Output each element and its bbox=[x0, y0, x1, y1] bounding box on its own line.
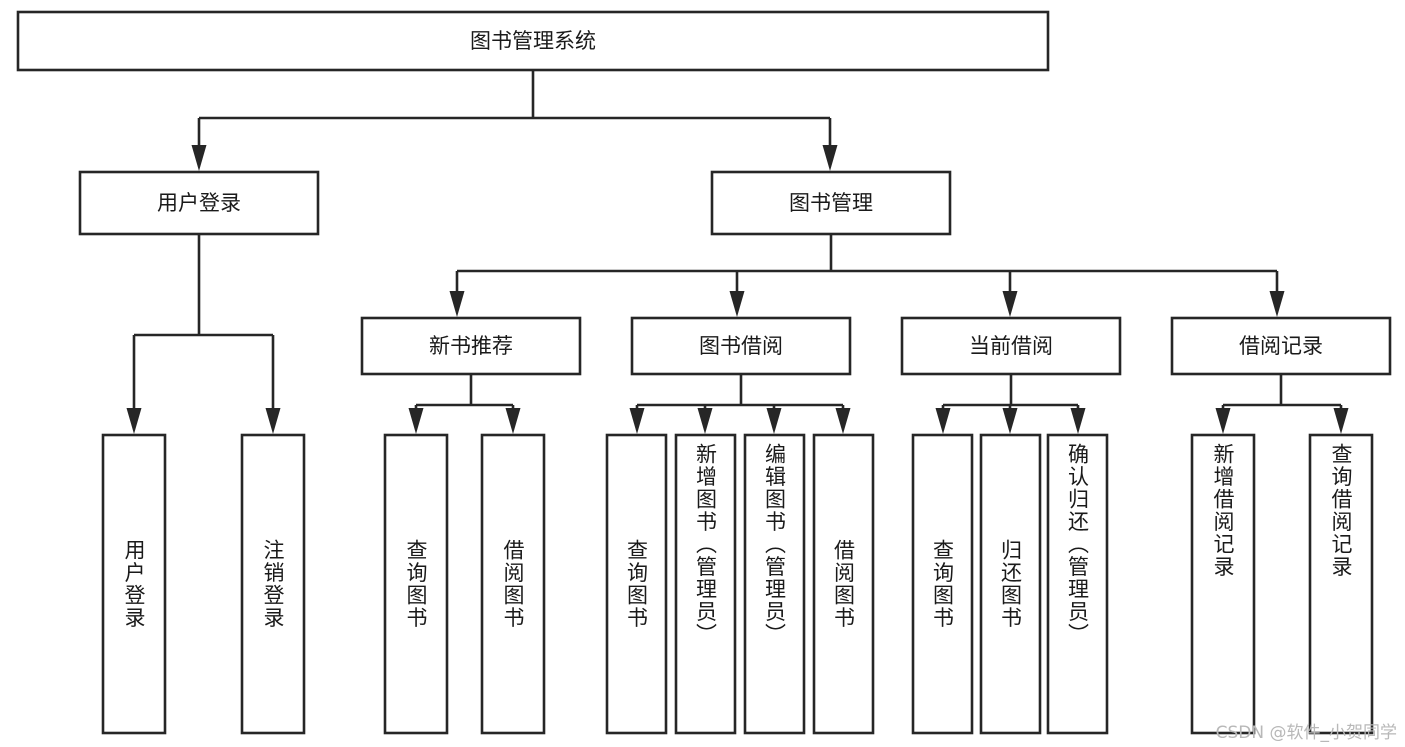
arrow-head-icon bbox=[449, 291, 465, 317]
node-box-book-manage[interactable] bbox=[710, 170, 952, 236]
connector-book-manage bbox=[449, 234, 1285, 317]
watermark-text: CSDN @软件_小贺同学 bbox=[1215, 723, 1397, 743]
arrow-head-icon bbox=[729, 291, 745, 317]
connector-book-borrow bbox=[629, 374, 851, 434]
arrow-head-icon bbox=[766, 408, 782, 434]
connectors-layer bbox=[126, 70, 1349, 434]
connector-borrow-record bbox=[1215, 374, 1349, 434]
node-box-leaf-user-login[interactable] bbox=[101, 433, 167, 735]
node-box-leaf-confirm-return[interactable] bbox=[1046, 433, 1109, 735]
node-box-leaf-query-book-2[interactable] bbox=[605, 433, 668, 735]
node-label-book-borrow: 图书借阅 bbox=[699, 334, 783, 358]
node-box-book-borrow[interactable] bbox=[630, 316, 852, 376]
node-box-leaf-borrow-book-2[interactable] bbox=[812, 433, 875, 735]
node-box-leaf-query-record[interactable] bbox=[1308, 433, 1374, 735]
arrow-head-icon bbox=[629, 408, 645, 434]
arrow-head-icon bbox=[835, 408, 851, 434]
node-box-user-login[interactable] bbox=[78, 170, 320, 236]
arrow-head-icon bbox=[126, 408, 142, 434]
connector-new-book-rec bbox=[408, 374, 521, 434]
node-label-borrow-record: 借阅记录 bbox=[1239, 334, 1323, 358]
arrow-head-icon bbox=[1269, 291, 1285, 317]
node-label-book-manage: 图书管理 bbox=[789, 191, 873, 215]
node-box-leaf-add-book[interactable] bbox=[674, 433, 737, 735]
arrow-head-icon bbox=[822, 145, 838, 171]
node-box-leaf-logout[interactable] bbox=[240, 433, 306, 735]
node-box-leaf-add-record[interactable] bbox=[1190, 433, 1256, 735]
node-label-root: 图书管理系统 bbox=[470, 29, 596, 53]
node-box-leaf-borrow-book-1[interactable] bbox=[480, 433, 546, 735]
node-box-leaf-return-book[interactable] bbox=[979, 433, 1042, 735]
arrow-head-icon bbox=[408, 408, 424, 434]
node-box-borrow-record[interactable] bbox=[1170, 316, 1392, 376]
connector-root bbox=[191, 70, 838, 171]
node-box-root[interactable] bbox=[16, 10, 1050, 72]
arrow-head-icon bbox=[1070, 408, 1086, 434]
arrow-head-icon bbox=[935, 408, 951, 434]
arrow-head-icon bbox=[265, 408, 281, 434]
arrow-head-icon bbox=[1215, 408, 1231, 434]
arrow-head-icon bbox=[505, 408, 521, 434]
node-box-leaf-query-book-1[interactable] bbox=[383, 433, 449, 735]
node-label-new-book-rec: 新书推荐 bbox=[429, 334, 513, 358]
node-box-new-book-rec[interactable] bbox=[360, 316, 582, 376]
node-box-leaf-edit-book[interactable] bbox=[743, 433, 806, 735]
arrow-head-icon bbox=[191, 145, 207, 171]
connector-user-login bbox=[126, 234, 281, 434]
node-label-user-login: 用户登录 bbox=[157, 191, 241, 215]
node-box-current-borrow[interactable] bbox=[900, 316, 1122, 376]
boxes-layer bbox=[16, 10, 1392, 735]
arrow-head-icon bbox=[1002, 291, 1018, 317]
node-label-current-borrow: 当前借阅 bbox=[969, 334, 1053, 358]
arrow-head-icon bbox=[1333, 408, 1349, 434]
arrow-head-icon bbox=[1002, 408, 1018, 434]
connector-current-borrow bbox=[935, 374, 1086, 434]
arrow-head-icon bbox=[697, 408, 713, 434]
node-box-leaf-query-book-3[interactable] bbox=[911, 433, 974, 735]
